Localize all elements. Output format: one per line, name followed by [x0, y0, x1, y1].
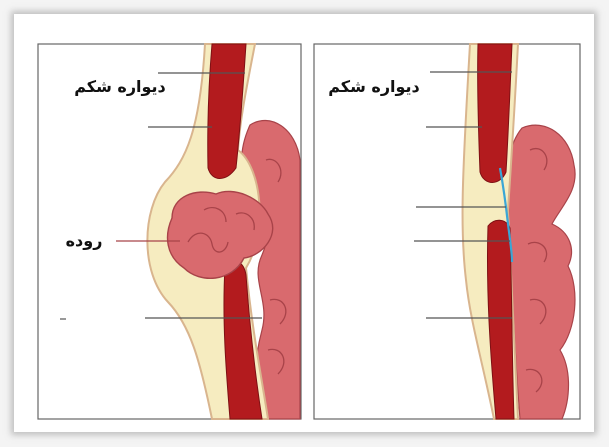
right-panel: دیواره شکم	[314, 44, 580, 419]
right-wall-label: دیواره شکم	[328, 77, 420, 96]
left-wall-label: دیواره شکم	[74, 77, 166, 96]
left-panel: دیواره شکم روده	[38, 44, 301, 419]
left-intestine-label: روده	[66, 231, 103, 250]
right-muscle-upper	[478, 44, 512, 183]
right-bowel-background	[507, 125, 575, 419]
